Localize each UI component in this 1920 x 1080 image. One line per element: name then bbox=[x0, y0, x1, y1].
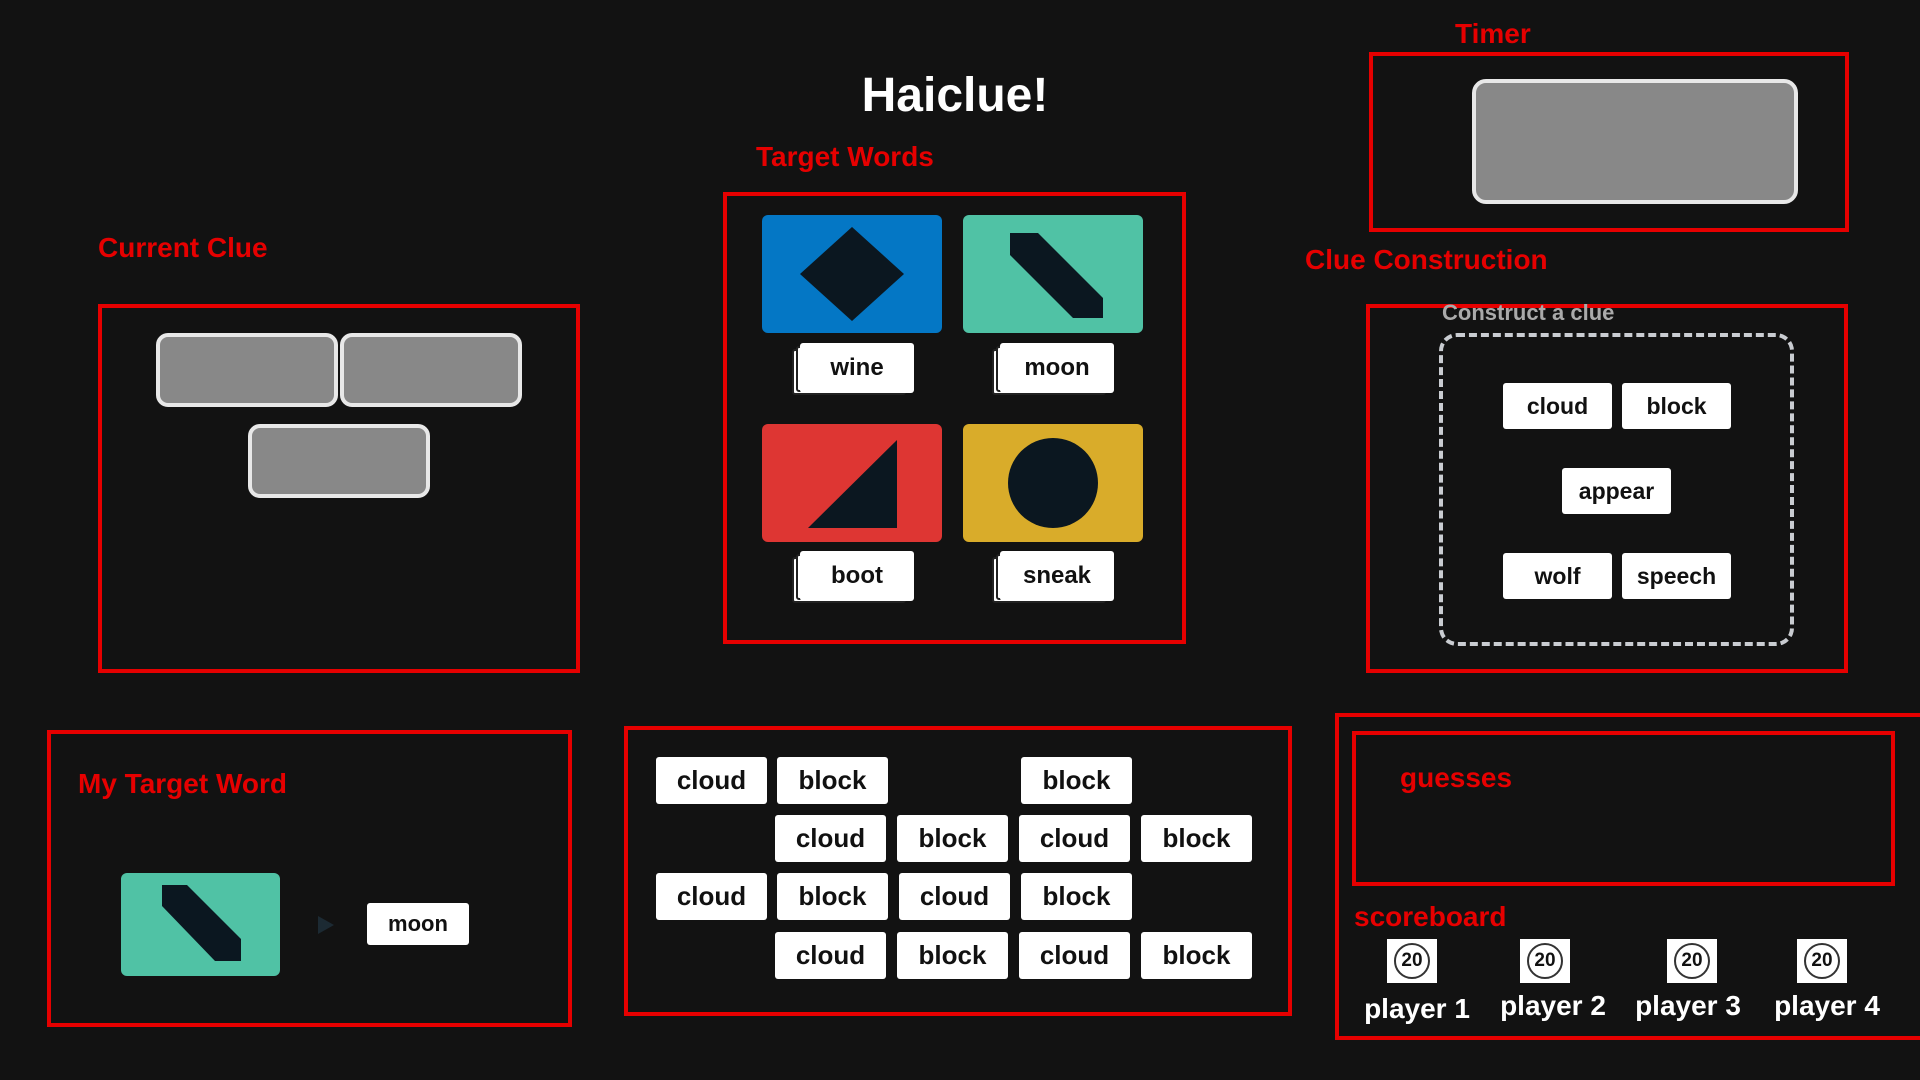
my-target-card bbox=[121, 873, 280, 976]
pool-word[interactable]: cloud bbox=[1019, 815, 1130, 862]
player-4-name: player 4 bbox=[1774, 990, 1880, 1021]
pool-word[interactable]: block bbox=[1021, 757, 1132, 804]
pool-word[interactable]: cloud bbox=[656, 757, 767, 804]
clue-slot-1[interactable] bbox=[156, 333, 338, 407]
circle-icon bbox=[1008, 438, 1098, 528]
pool-word[interactable]: cloud bbox=[775, 932, 886, 979]
player-1-score: 20 bbox=[1394, 943, 1430, 979]
player-1-score-badge: 20 bbox=[1387, 939, 1437, 983]
clue-slot-3[interactable] bbox=[248, 424, 430, 498]
player-4-score: 20 bbox=[1804, 943, 1840, 979]
word-stack-wine[interactable]: wine bbox=[792, 343, 914, 395]
word-stack-sneak[interactable]: sneak bbox=[992, 551, 1114, 603]
construct-clue-label: Construct a clue bbox=[1442, 300, 1615, 325]
clue-slot-2[interactable] bbox=[340, 333, 522, 407]
pool-word[interactable]: block bbox=[777, 873, 888, 920]
arrow-right-icon bbox=[318, 916, 334, 934]
my-target-word-panel bbox=[47, 730, 572, 1027]
word-pool-panel bbox=[624, 726, 1292, 1016]
construct-word-block[interactable]: block bbox=[1622, 383, 1731, 429]
timer-label: Timer bbox=[1455, 18, 1531, 49]
pool-word[interactable]: cloud bbox=[899, 873, 1010, 920]
pool-word[interactable]: cloud bbox=[656, 873, 767, 920]
pool-word[interactable]: cloud bbox=[775, 815, 886, 862]
pool-word[interactable]: block bbox=[1021, 873, 1132, 920]
player-3-name: player 3 bbox=[1635, 990, 1741, 1021]
guesses-label: guesses bbox=[1400, 762, 1513, 793]
guesses-panel bbox=[1352, 731, 1895, 886]
my-target-word: moon bbox=[367, 903, 469, 945]
bent-bar-icon bbox=[1010, 233, 1103, 318]
pool-word[interactable]: block bbox=[777, 757, 888, 804]
target-card-moon[interactable] bbox=[963, 215, 1143, 333]
timer-panel bbox=[1369, 52, 1849, 232]
construct-word-speech[interactable]: speech bbox=[1622, 553, 1731, 599]
guess-score-panel bbox=[1335, 713, 1920, 1040]
player-1-name: player 1 bbox=[1364, 993, 1470, 1024]
player-2-name: player 2 bbox=[1500, 990, 1606, 1021]
construct-word-cloud[interactable]: cloud bbox=[1503, 383, 1612, 429]
bent-bar-icon bbox=[162, 885, 241, 961]
construct-word-appear[interactable]: appear bbox=[1562, 468, 1671, 514]
triangle-icon bbox=[808, 440, 897, 528]
target-words-label: Target Words bbox=[756, 141, 934, 172]
timer-display bbox=[1472, 79, 1798, 204]
current-clue-label: Current Clue bbox=[98, 232, 268, 263]
player-3-score: 20 bbox=[1674, 943, 1710, 979]
target-word-boot: boot bbox=[800, 551, 914, 601]
target-card-sneak[interactable] bbox=[963, 424, 1143, 542]
target-word-wine: wine bbox=[800, 343, 914, 393]
player-3-score-badge: 20 bbox=[1667, 939, 1717, 983]
pool-word[interactable]: block bbox=[1141, 932, 1252, 979]
clue-construction-label: Clue Construction bbox=[1305, 244, 1548, 275]
pool-word[interactable]: block bbox=[1141, 815, 1252, 862]
word-stack-moon[interactable]: moon bbox=[992, 343, 1114, 395]
target-card-wine[interactable] bbox=[762, 215, 942, 333]
construct-word-wolf[interactable]: wolf bbox=[1503, 553, 1612, 599]
player-2-score: 20 bbox=[1527, 943, 1563, 979]
target-words-panel bbox=[723, 192, 1186, 644]
word-stack-boot[interactable]: boot bbox=[792, 551, 914, 603]
player-4-score-badge: 20 bbox=[1797, 939, 1847, 983]
target-word-sneak: sneak bbox=[1000, 551, 1114, 601]
target-card-boot[interactable] bbox=[762, 424, 942, 542]
pool-word[interactable]: block bbox=[897, 932, 1008, 979]
pool-word[interactable]: cloud bbox=[1019, 932, 1130, 979]
player-2-score-badge: 20 bbox=[1520, 939, 1570, 983]
scoreboard-label: scoreboard bbox=[1354, 901, 1507, 932]
target-word-moon: moon bbox=[1000, 343, 1114, 393]
pool-word[interactable]: block bbox=[897, 815, 1008, 862]
current-clue-panel bbox=[98, 304, 580, 673]
app-title: Haiclue! bbox=[861, 69, 1049, 122]
my-target-word-label: My Target Word bbox=[78, 768, 287, 799]
clue-construction-panel bbox=[1366, 304, 1848, 673]
construct-dropzone[interactable] bbox=[1439, 333, 1794, 646]
diamond-icon bbox=[800, 227, 904, 321]
